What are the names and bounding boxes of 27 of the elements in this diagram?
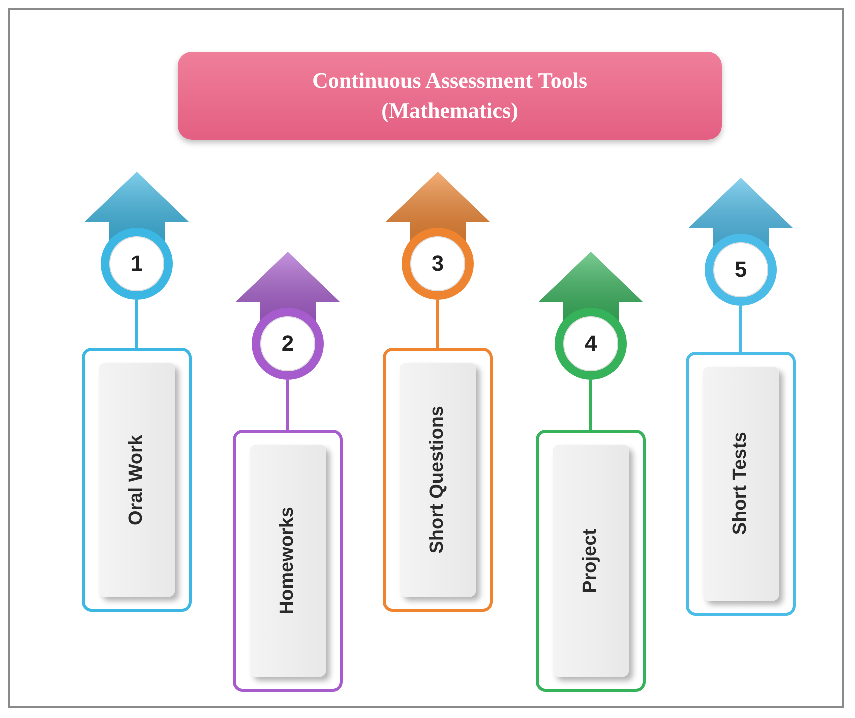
item-label: Short Tests: [730, 432, 752, 536]
step-number: 4: [584, 331, 598, 357]
card-frame: [686, 352, 796, 616]
arrow-badge: [386, 172, 490, 302]
item-label: Project: [580, 528, 602, 594]
arrow-badge: [539, 252, 643, 382]
item-label: Homeworks: [277, 507, 299, 615]
arrow-badge: [689, 178, 793, 308]
title-text: Continuous Assessment Tools (Mathematics): [311, 67, 589, 125]
item-label: Oral Work: [126, 434, 148, 526]
connector-line: [136, 300, 138, 350]
connector-line: [286, 380, 290, 432]
step-number: 1: [130, 251, 144, 277]
card-frame: [233, 430, 343, 692]
connector-line: [436, 300, 440, 350]
step-number: 5: [734, 257, 748, 283]
card-frame: [383, 348, 493, 612]
card-frame: [536, 430, 646, 692]
connector-line: [590, 380, 592, 432]
title-banner: [178, 52, 722, 140]
arrow-badge: [85, 172, 189, 302]
step-number: 3: [432, 251, 444, 277]
connector-line: [740, 306, 742, 354]
card-frame: [82, 348, 192, 612]
item-label: Short Questions: [427, 406, 449, 554]
step-number: 2: [282, 331, 294, 357]
arrow-badge: [236, 252, 340, 382]
